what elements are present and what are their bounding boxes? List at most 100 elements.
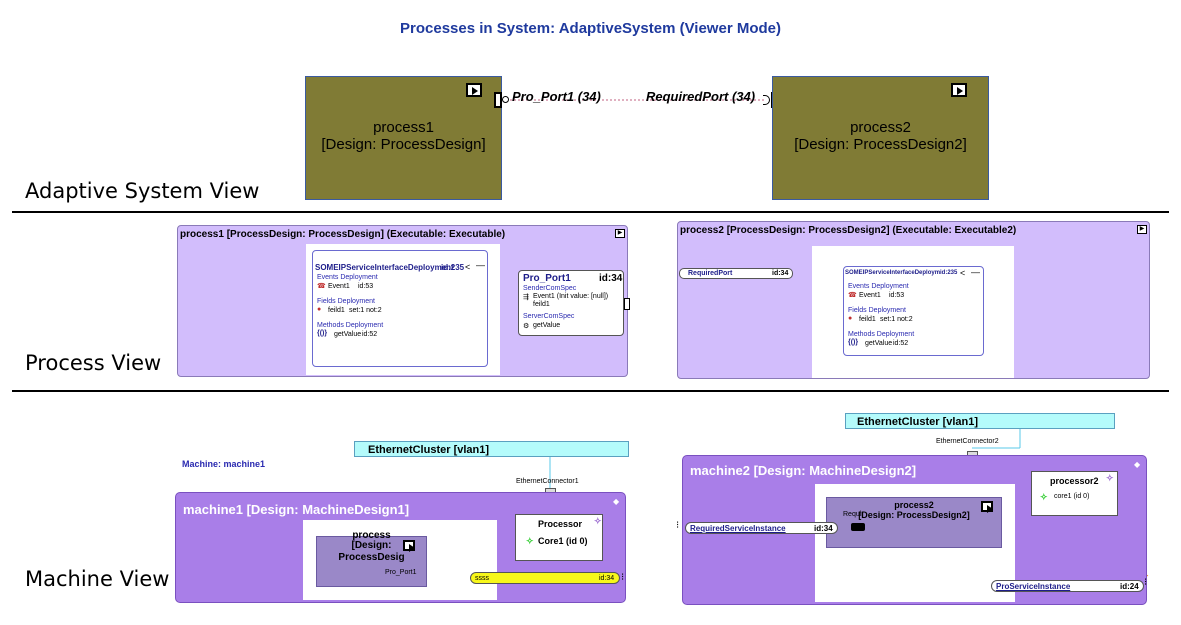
diagram-title: Processes in System: AdaptiveSystem (Vie…	[400, 20, 781, 37]
m1-service-instance[interactable]: ssss id:34	[470, 572, 620, 584]
field-icon: ●	[848, 315, 853, 322]
required-port-label: RequiredPort (34)	[646, 89, 756, 104]
share-icon[interactable]: <	[465, 262, 471, 272]
view-separator	[12, 390, 1169, 392]
process-line2: [Design:	[351, 540, 392, 551]
port-edge-icon	[624, 298, 630, 310]
provided-port-lollipop-icon	[502, 96, 509, 103]
method-id: id:52	[893, 340, 909, 347]
sender-icon: ⇶	[523, 294, 529, 301]
field-detail: set:1 not:2	[880, 316, 913, 323]
star-icon: ✧	[1106, 473, 1114, 483]
collapse-icon[interactable]: —	[476, 260, 485, 270]
run-icon[interactable]: ▶	[1137, 225, 1147, 234]
share-icon[interactable]: <	[960, 268, 966, 278]
diamond-icon: ◆	[1134, 460, 1141, 469]
process2-node[interactable]: process2 [Design: ProcessDesign2]	[772, 76, 989, 200]
machine-view-label: Machine View	[25, 567, 170, 591]
field-detail: set:1 not:2	[349, 307, 382, 314]
process1-name: process1	[373, 119, 434, 136]
required-port-id: id:34	[772, 270, 789, 277]
m1-process-node[interactable]: process [Design: ProcessDesig Pro_Port1	[316, 531, 427, 587]
process2-design: [Design: ProcessDesign2]	[794, 136, 967, 153]
process-view-label: Process View	[25, 351, 162, 375]
core-name: core1 (id 0)	[1054, 493, 1090, 500]
required-port-name: RequiredPort	[688, 270, 733, 277]
provided-port-icon[interactable]	[494, 92, 502, 108]
diamond-icon: ◆	[613, 497, 620, 506]
vehicle-icon	[851, 523, 865, 531]
fields-header: Fields Deployment	[317, 298, 375, 305]
process-line1: process	[352, 530, 391, 541]
m2-processor[interactable]: processor2 ✧ ✧ core1 (id 0)	[1031, 471, 1118, 516]
port-name: Pro_Port1	[523, 273, 571, 284]
method-name: getValue	[865, 340, 893, 347]
field-name: feild1	[859, 316, 876, 323]
m2-process-node[interactable]: process2 [Design: ProcessDesign2] Requir	[826, 497, 1002, 548]
p2-required-port[interactable]: RequiredPort id:34	[679, 268, 793, 279]
machine1-title: machine1 [Design: MachineDesign1]	[183, 502, 410, 517]
run-icon[interactable]	[466, 83, 482, 97]
core-icon: ✧	[1040, 492, 1048, 502]
provided-instance-id: id:24	[1120, 582, 1139, 591]
event-id: id:53	[358, 283, 374, 290]
process-line1: process2	[894, 500, 934, 510]
required-instance-id: id:34	[814, 524, 833, 533]
event-name: Event1	[859, 292, 881, 299]
port-id: id:34	[599, 273, 623, 284]
process2-title: process2 [ProcessDesign: ProcessDesign2]…	[680, 225, 1017, 236]
process1-design: [Design: ProcessDesign]	[321, 136, 486, 153]
method-id: id:52	[362, 331, 378, 338]
core-name: Core1 (id 0)	[538, 536, 588, 546]
deployment-name: SOMEIPServiceInterfaceDeployment	[315, 263, 454, 272]
provided-instance-name: ProServiceInstance	[996, 582, 1071, 591]
m2-ethernet-cluster[interactable]: EthernetCluster [vlan1]	[845, 413, 1115, 429]
p1-deployment-box[interactable]: SOMEIPServiceInterfaceDeployment id:235 …	[312, 250, 488, 367]
port-edge-icon: ⁝	[676, 520, 680, 531]
process1-title: process1 [ProcessDesign: ProcessDesign] …	[180, 229, 506, 240]
run-icon[interactable]	[403, 540, 415, 552]
m2-connector-label: EthernetConnector2	[936, 438, 999, 445]
run-icon[interactable]: ▶	[615, 229, 625, 238]
event-id: id:53	[889, 292, 905, 299]
p1-port-box[interactable]: Pro_Port1 id:34 SenderComSpec ⇶ Event1 (…	[518, 270, 624, 336]
fields-header: Fields Deployment	[848, 307, 906, 314]
server-item: getValue	[533, 322, 561, 329]
instance-id: id:34	[599, 575, 615, 582]
server-header: ServerComSpec	[523, 313, 575, 320]
methods-header: Methods Deployment	[848, 331, 915, 338]
process1-node[interactable]: process1 [Design: ProcessDesign]	[305, 76, 502, 200]
sender-item2: feild1	[533, 301, 550, 308]
field-name: feild1	[328, 307, 345, 314]
port-edge-icon: ⁝	[621, 572, 625, 583]
provided-port-label: Pro_Port1 (34)	[512, 89, 601, 104]
p2-deployment-box[interactable]: SOMEIPServiceInterfaceDeploym id:235 < —…	[843, 266, 984, 356]
required-port-socket-icon	[763, 95, 770, 105]
run-icon[interactable]	[981, 501, 993, 513]
m2-required-instance[interactable]: RequiredServiceInstance id:34	[685, 522, 838, 534]
deployment-name: SOMEIPServiceInterfaceDeploym	[845, 270, 941, 276]
method-icon: {()}	[848, 339, 859, 346]
port-edge-icon: ⁝	[1144, 577, 1148, 588]
m1-processor[interactable]: Processor ✧ ✧ Core1 (id 0)	[515, 514, 603, 561]
machine-label: Machine: machine1	[182, 459, 266, 469]
m1-connector-label: EthernetConnector1	[516, 478, 579, 485]
required-instance-name: RequiredServiceInstance	[690, 524, 786, 533]
adaptive-system-view-label: Adaptive System View	[25, 179, 260, 203]
event-icon: ☎	[317, 283, 326, 290]
machine2-title: machine2 [Design: MachineDesign2]	[690, 463, 917, 478]
server-icon: ⚙	[523, 323, 530, 330]
process-port-label: Pro_Port1	[385, 569, 417, 576]
view-separator	[12, 211, 1169, 213]
run-icon[interactable]	[951, 83, 967, 97]
processor-name: processor2	[1050, 476, 1099, 486]
m1-ethernet-cluster[interactable]: EthernetCluster [vlan1]	[354, 441, 629, 457]
collapse-icon[interactable]: —	[971, 267, 980, 277]
m2-provided-instance[interactable]: ProServiceInstance id:24	[991, 580, 1144, 592]
star-icon: ✧	[594, 516, 602, 526]
event-icon: ☎	[848, 292, 857, 299]
method-name: getValue	[334, 331, 362, 338]
process2-name: process2	[850, 119, 911, 136]
deployment-id: id:235	[441, 263, 465, 272]
process-line2: [Design: ProcessDesign2]	[858, 510, 970, 520]
